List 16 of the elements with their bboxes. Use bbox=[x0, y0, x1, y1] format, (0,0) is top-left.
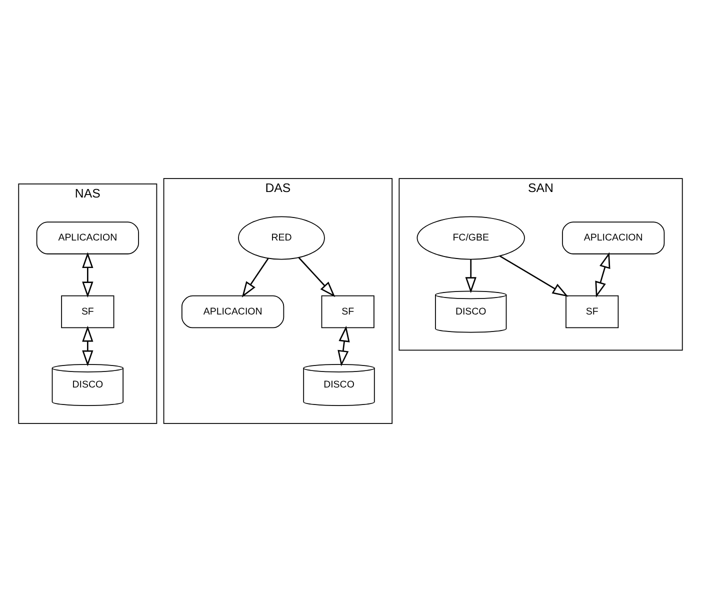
arrow bbox=[595, 252, 610, 298]
arrow bbox=[298, 257, 336, 298]
node-ellipse: RED bbox=[238, 216, 325, 260]
arrow bbox=[338, 326, 350, 366]
arrow bbox=[82, 252, 94, 298]
arrow bbox=[465, 259, 476, 294]
node-box: SF bbox=[566, 295, 619, 328]
node-box: SF bbox=[321, 295, 374, 328]
arrow bbox=[82, 326, 94, 366]
arrow bbox=[500, 256, 568, 297]
node-ellipse: FC/GBE bbox=[416, 216, 525, 260]
node-box: SF bbox=[61, 295, 114, 328]
node-box: APLICACION bbox=[181, 295, 284, 328]
node-box: APLICACION bbox=[562, 222, 665, 254]
node-box: APLICACION bbox=[36, 222, 139, 254]
arrow bbox=[242, 258, 269, 298]
